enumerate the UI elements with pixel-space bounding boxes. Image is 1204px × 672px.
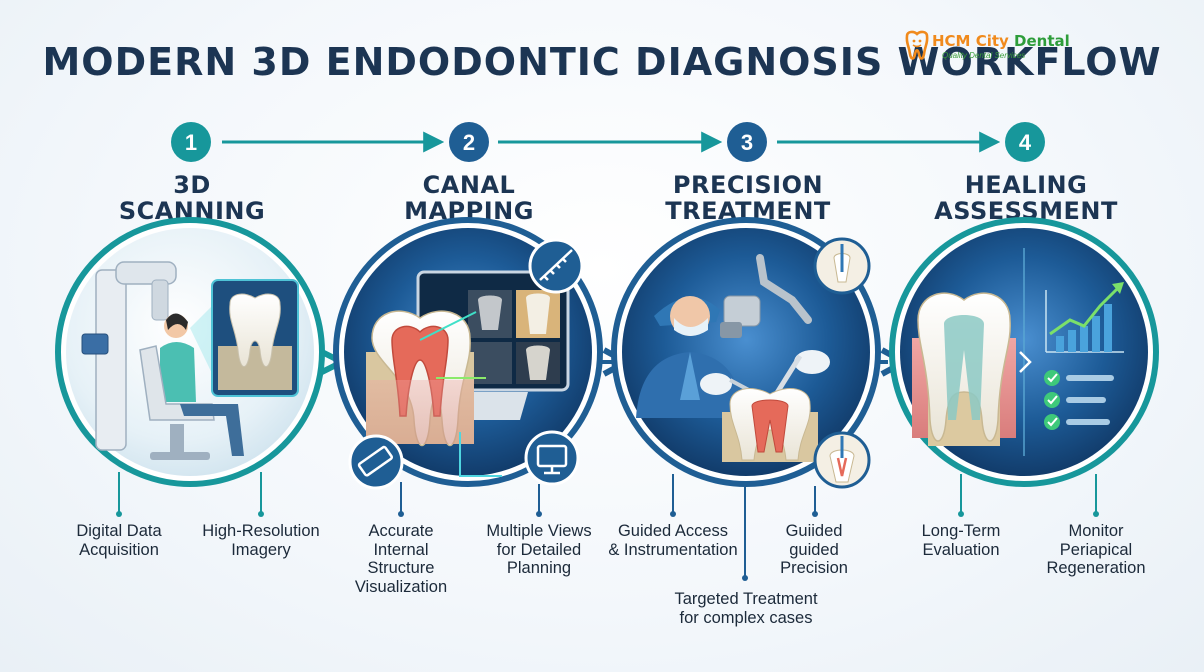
page-title: MODERN 3D ENDODONTIC DIAGNOSIS WORKFLOW: [42, 40, 1162, 84]
caption-guided-access: Guided Access & Instrumentation: [598, 522, 748, 559]
caption-line: Evaluation: [922, 540, 1000, 559]
step-1-title-line1: 3D: [173, 171, 211, 199]
tooth-logo-icon: [905, 30, 929, 60]
step-1-badge: 1: [171, 122, 211, 162]
caption-line: Guided Access: [617, 522, 729, 540]
caption-accurate-internal: Accurate Internal Structure Visualizatio…: [344, 522, 458, 596]
caption-multiple-views: Multiple Views for Detailed Planning: [478, 522, 600, 578]
caption-guided-precision: Guiided guided Precision: [766, 522, 862, 578]
caption-line: for Detailed: [496, 540, 582, 559]
step-3-badge: 3: [727, 122, 767, 162]
caption-line: Accurate: [368, 522, 434, 540]
caption-leaders: [116, 472, 1099, 581]
cbct-scanner-icon: [55, 217, 325, 487]
logo-tagline: Quality Dental Services: [942, 51, 1026, 60]
caption-line: Planning: [506, 559, 572, 577]
caption-line: Guiided: [785, 522, 843, 540]
caption-line: Precision: [780, 559, 848, 577]
caption-line: Monitor: [1068, 522, 1124, 540]
dentist-microscope-icon: [611, 217, 881, 489]
step-3-title-line1: PRECISION: [672, 171, 824, 199]
logo-name: HCM City Dental: [932, 32, 1070, 50]
caption-line: Digital Data: [76, 522, 162, 540]
step-3-number: 3: [741, 130, 753, 155]
caption-long-term: Long-Term Evaluation: [908, 522, 1014, 559]
caption-line: Multiple Views: [486, 522, 592, 540]
caption-line: Long-Term: [921, 522, 1001, 540]
step-2-title-line1: CANAL: [422, 171, 516, 199]
caption-line: Imagery: [231, 540, 291, 559]
step-4-badge: 4: [1005, 122, 1045, 162]
canal-map-monitor-icon: [333, 217, 603, 490]
logo-name-part1: HCM City: [932, 32, 1015, 50]
step-4-title-line1: HEALING: [964, 171, 1088, 199]
healing-chart-icon: [889, 217, 1159, 487]
caption-targeted-treatment: Targeted Treatment for complex cases: [660, 590, 832, 627]
caption-line: & Instrumentation: [608, 540, 738, 559]
caption-line: Acquisition: [79, 540, 159, 559]
clinic-logo: HCM City Dental Quality Dental Services: [902, 30, 1092, 66]
caption-high-resolution: High-Resolution Imagery: [196, 522, 326, 559]
caption-line: Targeted Treatment: [674, 590, 818, 608]
caption-monitor-periapical: Monitor Periapical Regeneration: [1036, 522, 1156, 578]
caption-line: Regeneration: [1046, 559, 1146, 577]
caption-line: guided: [789, 540, 839, 559]
step-2-number: 2: [463, 130, 475, 155]
step-2-badge: 2: [449, 122, 489, 162]
caption-line: Visualization: [354, 577, 448, 596]
caption-line: for complex cases: [679, 608, 813, 627]
caption-line: Periapical: [1059, 540, 1133, 559]
logo-name-part2: Dental: [1014, 32, 1070, 50]
caption-line: High-Resolution: [202, 522, 320, 540]
step-1-number: 1: [185, 130, 197, 155]
caption-line: Internal: [373, 540, 429, 559]
caption-digital-data: Digital Data Acquisition: [62, 522, 176, 559]
step-4-number: 4: [1019, 130, 1032, 155]
caption-line: Structure: [367, 559, 435, 577]
